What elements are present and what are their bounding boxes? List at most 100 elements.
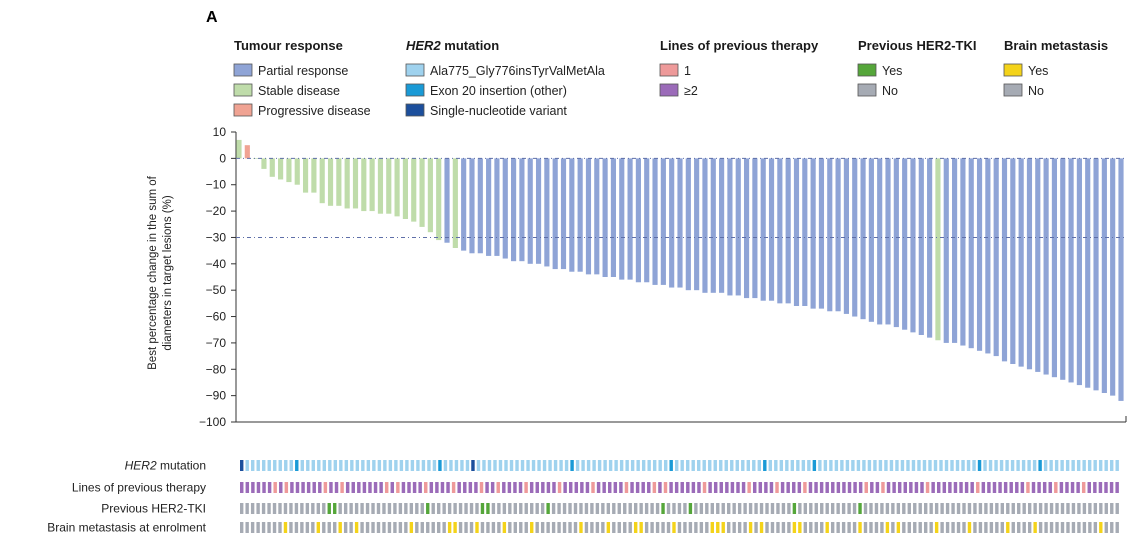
- waterfall-bar: [885, 158, 891, 325]
- waterfall-bar: [760, 158, 766, 301]
- track-cell: [376, 503, 381, 514]
- track-cell: [590, 503, 594, 514]
- legend-item-label: Partial response: [258, 64, 348, 78]
- track-cell: [758, 482, 763, 493]
- track-cell: [513, 522, 517, 533]
- waterfall-bar: [868, 158, 874, 322]
- track-cell: [636, 460, 640, 471]
- track-cell: [1110, 522, 1114, 533]
- track-cell: [719, 482, 723, 493]
- track-cell: [360, 522, 364, 533]
- track-cell: [586, 460, 591, 471]
- track-cell: [807, 460, 811, 471]
- track-cell: [874, 522, 879, 533]
- track-cell: [553, 460, 558, 471]
- waterfall-bar: [777, 158, 783, 304]
- track-cell: [862, 460, 866, 471]
- track-cell: [847, 503, 851, 514]
- track-cell: [345, 482, 350, 493]
- track-cell: [658, 460, 662, 471]
- track-cell: [680, 482, 684, 493]
- track-cell: [732, 503, 736, 514]
- track-cell: [867, 460, 872, 471]
- track-cell: [710, 522, 714, 533]
- track-cell: [284, 460, 288, 471]
- track-cell: [251, 482, 255, 493]
- track-cell: [863, 522, 868, 533]
- track-cell: [475, 522, 479, 533]
- track-cell: [730, 482, 735, 493]
- track-cell: [825, 503, 829, 514]
- track-cell: [394, 460, 398, 471]
- track-cell: [519, 522, 523, 533]
- track-cell: [933, 460, 938, 471]
- track-cell: [1065, 460, 1070, 471]
- track-label: Brain metastasis at enrolment: [47, 521, 206, 535]
- track-cell: [836, 503, 840, 514]
- track-cell: [752, 460, 756, 471]
- track-cell: [1022, 522, 1026, 533]
- track-cell: [540, 522, 545, 533]
- track-cell: [999, 460, 1004, 471]
- track-cell: [513, 503, 517, 514]
- track-cell: [1087, 482, 1091, 493]
- waterfall-bar: [1060, 158, 1066, 380]
- track-cell: [328, 460, 332, 471]
- waterfall-bar: [627, 158, 633, 280]
- track-cell: [1022, 503, 1026, 514]
- track-cell: [891, 522, 895, 533]
- waterfall-bar: [610, 158, 617, 277]
- track-cell: [955, 460, 960, 471]
- track-cell: [697, 482, 701, 493]
- y-axis-label-line1: Best percentage change in the sum of: [147, 175, 159, 370]
- legend-group-title: Tumour response: [234, 38, 343, 53]
- waterfall-bar: [935, 158, 941, 341]
- track-cell: [446, 482, 450, 493]
- track-cell: [469, 503, 474, 514]
- track-cell: [630, 460, 635, 471]
- waterfall-bar: [902, 158, 908, 330]
- track-cell: [959, 482, 963, 493]
- track-label-italic: HER2: [125, 459, 157, 473]
- waterfall-bar: [652, 158, 658, 285]
- track-cell: [814, 482, 818, 493]
- track-cell: [1088, 522, 1092, 533]
- y-tick-label: −80: [206, 362, 227, 376]
- track-cell: [940, 503, 944, 514]
- track-cell: [863, 503, 868, 514]
- waterfall-bar: [560, 158, 567, 270]
- track-cell: [575, 460, 580, 471]
- waterfall-bar: [910, 158, 916, 333]
- track-cell: [831, 482, 835, 493]
- track-cell: [785, 460, 789, 471]
- track-cell: [1055, 503, 1059, 514]
- track-cell: [978, 522, 983, 533]
- track-cell: [1066, 522, 1070, 533]
- waterfall-bar: [461, 158, 467, 251]
- track-cell: [672, 522, 676, 533]
- track-cell: [267, 503, 271, 514]
- track-cell: [1071, 460, 1075, 471]
- waterfall-bar: [968, 158, 974, 349]
- legend-swatch: [405, 103, 425, 117]
- track-cell: [705, 503, 709, 514]
- track-cell: [340, 482, 344, 493]
- track-cell: [748, 522, 753, 533]
- track-cell: [256, 482, 261, 493]
- track-cell: [529, 482, 534, 493]
- track-cell: [803, 522, 808, 533]
- waterfall-bar: [1035, 158, 1041, 372]
- track-cell: [624, 482, 629, 493]
- track-cell: [479, 482, 484, 493]
- track-cell: [349, 522, 353, 533]
- track-cell: [906, 460, 910, 471]
- legend-swatch: [405, 83, 425, 97]
- track-cell: [944, 460, 949, 471]
- track-cell: [295, 460, 299, 471]
- track-cell: [306, 460, 310, 471]
- track-cell: [377, 460, 382, 471]
- track-cell: [524, 522, 528, 533]
- legend-group: HER2 mutationAla775_Gly776insTyrValMetAl…: [405, 38, 605, 118]
- track-cell: [480, 503, 485, 514]
- track-cell: [1006, 503, 1010, 514]
